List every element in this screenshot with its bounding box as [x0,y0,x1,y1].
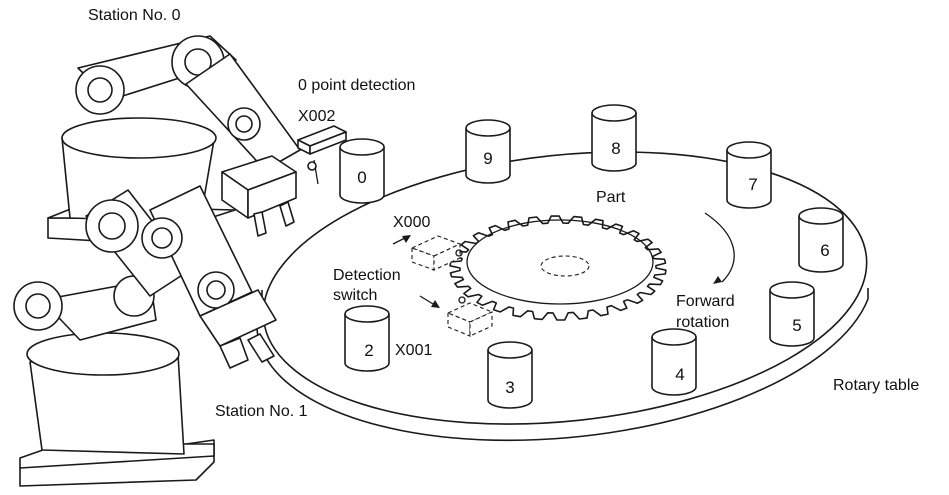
gear [449,215,667,321]
zero-point-sensor-x002 [297,125,347,185]
detection-leaders [392,235,440,308]
part-5: 5 [769,281,815,347]
rotary-table-label: Rotary table [833,377,919,394]
detection-switch-x000 [410,235,463,271]
part-2: 2 [344,305,390,372]
detection-switch-label-1: Detection [333,267,401,284]
part-label: Part [596,189,626,206]
part-5-label: 5 [792,316,801,335]
part-8-label: 8 [611,139,620,158]
part-3: 3 [487,341,533,409]
zero-point-detection-label: 0 point detection [298,77,415,94]
part-4-label: 4 [675,365,684,384]
part-7: 7 [726,141,772,209]
forward-rotation-label-2: rotation [676,314,729,331]
part-6-label: 6 [820,241,829,260]
part-9: 9 [465,119,511,184]
part-3-label: 3 [505,378,514,397]
part-8: 8 [591,104,637,172]
x002-label: X002 [298,108,335,125]
detection-switch-x001 [446,296,494,337]
part-0-label: 0 [357,168,366,187]
forward-rotation-arrow [704,212,735,284]
part-6: 6 [798,207,844,273]
part-7-label: 7 [748,175,757,194]
part-9-label: 9 [483,149,492,168]
robot-station-1 [13,185,277,487]
rotary-table [256,151,869,442]
part-0: 0 [339,138,385,204]
part-4: 4 [651,328,697,396]
part-2-label: 2 [364,341,373,360]
x001-label: X001 [395,342,432,359]
forward-rotation-label-1: Forward [676,293,735,310]
station-1-label: Station No. 1 [215,403,308,420]
x000-label: X000 [393,214,430,231]
detection-switch-label-2: switch [333,287,377,304]
station-0-label: Station No. 0 [88,7,181,24]
